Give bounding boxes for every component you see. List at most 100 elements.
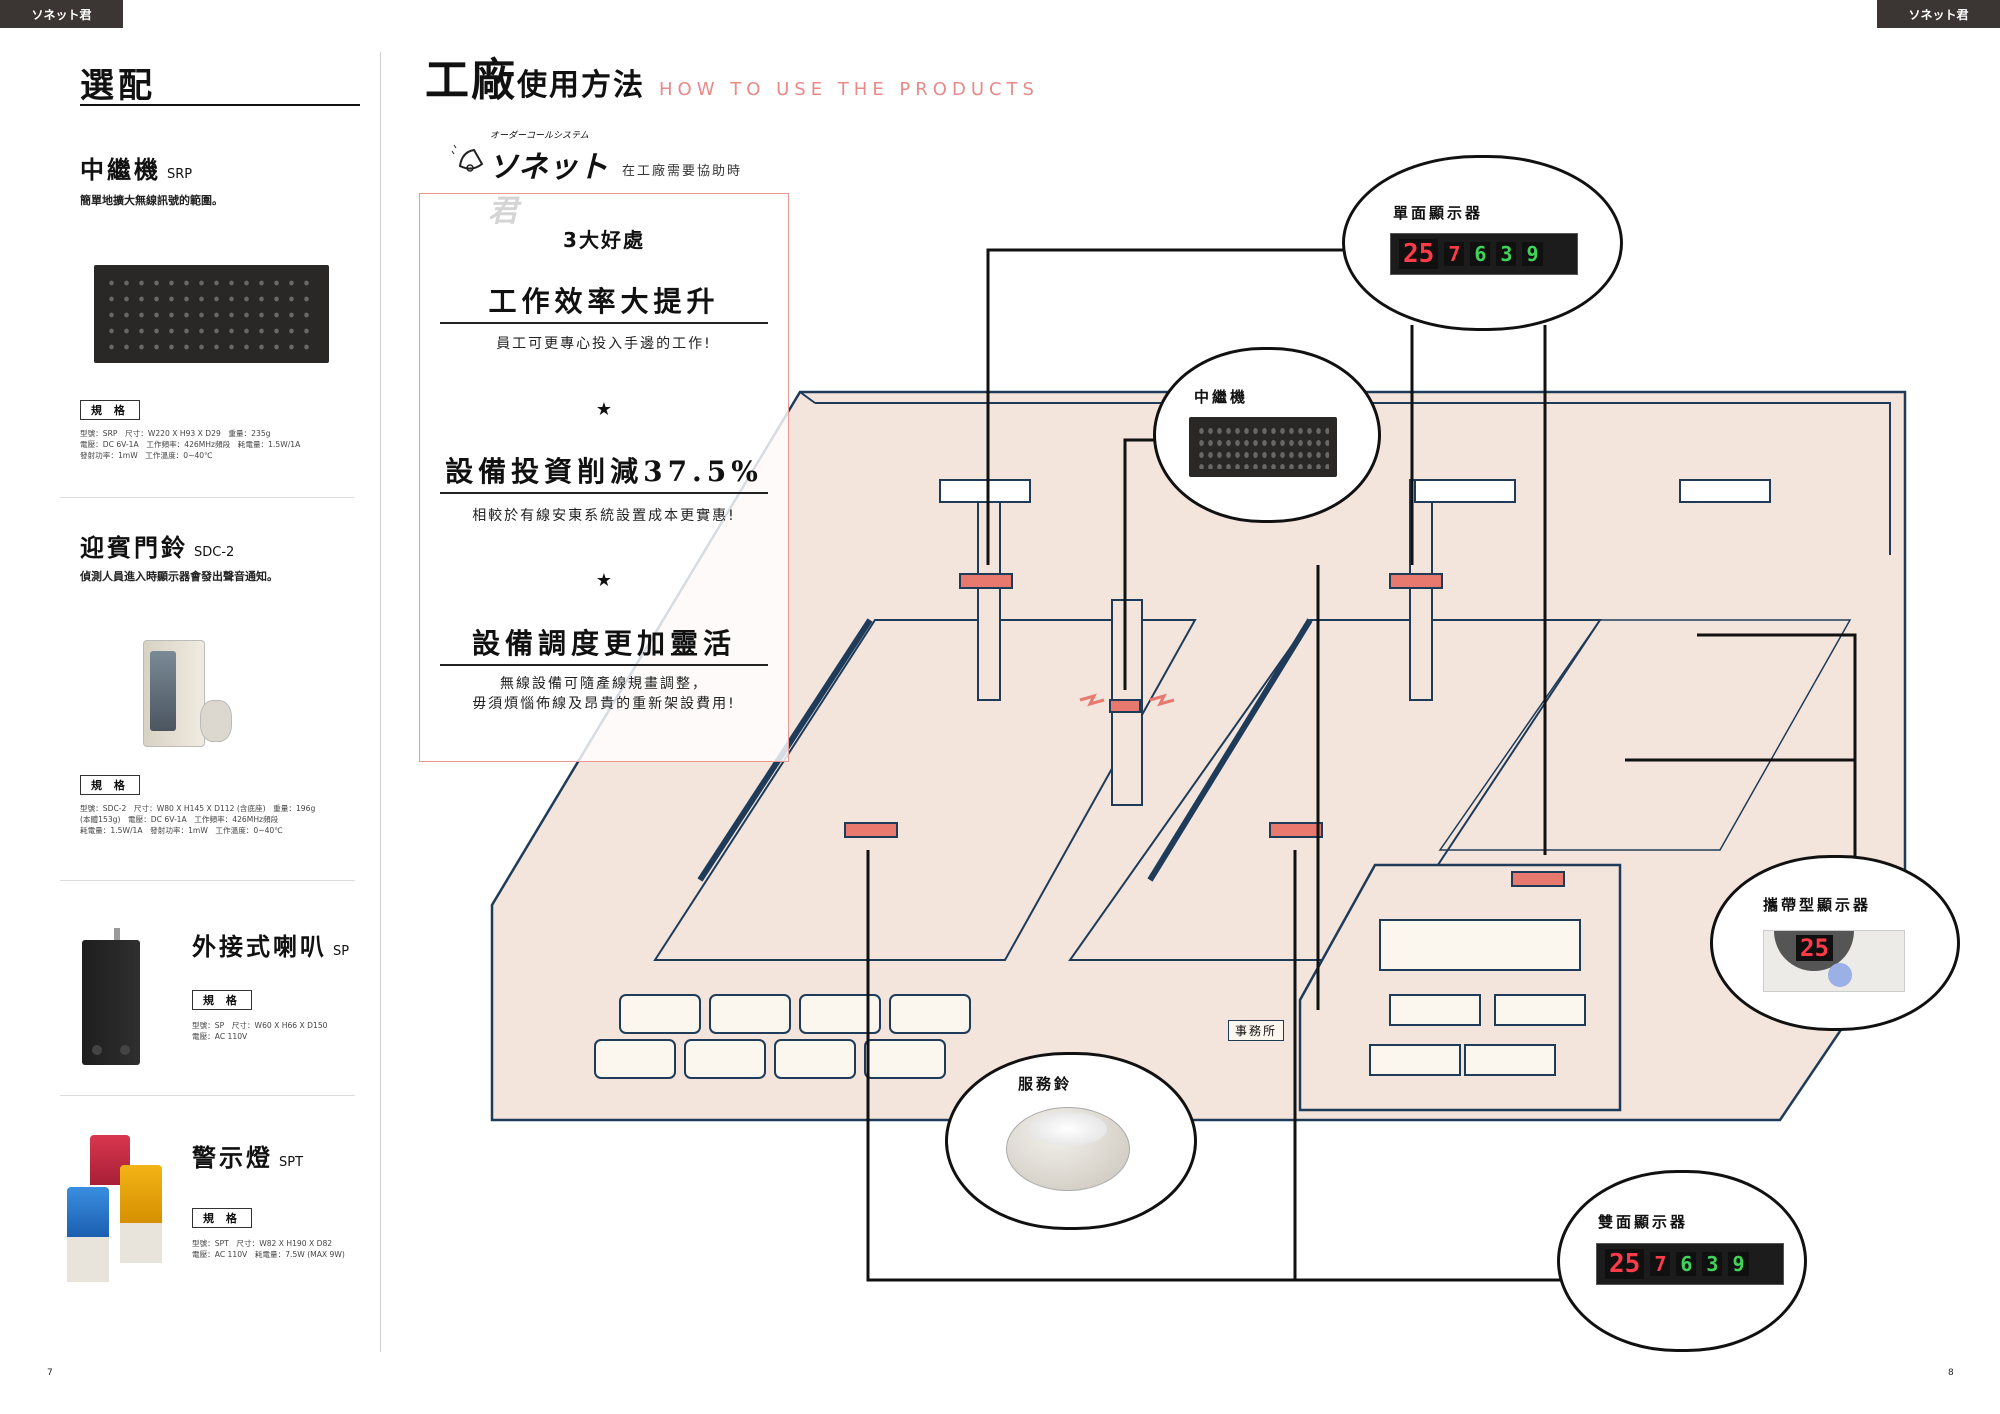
led-digit: 6 — [1470, 242, 1491, 266]
led-digit: 9 — [1728, 1252, 1749, 1276]
led-digit: 7 — [1650, 1252, 1671, 1276]
doorbell-product-image — [143, 640, 205, 747]
spec-text-relay: 型號：SRP 尺寸：W220 X H93 X D29 重量：235g 電壓：DC… — [80, 429, 301, 460]
callout-label: 攜帶型顯示器 — [1763, 896, 1872, 914]
warning-light-base — [67, 1237, 109, 1282]
product-name-warning-light: 警示燈 SPT — [192, 1138, 303, 1173]
doorbell-sensor-window — [150, 651, 176, 731]
window — [1414, 479, 1516, 503]
product-name-speaker: 外接式喇叭 SP — [192, 927, 349, 962]
service-bell-image — [1006, 1107, 1130, 1191]
divider — [60, 1095, 355, 1096]
led-digit: 9 — [1522, 242, 1543, 266]
bell-button — [1029, 1112, 1107, 1146]
speaker-knob — [120, 1045, 130, 1055]
bell-logo-icon — [451, 144, 484, 172]
signal-bolt-icon — [1079, 693, 1105, 707]
speaker-knob — [92, 1045, 102, 1055]
benefit-desc: 員工可更專心投入手邊的工作! — [496, 336, 712, 352]
product-name-relay: 中繼機 SRP — [80, 150, 192, 185]
spec-text-speaker: 型號：SP 尺寸：W60 X H66 X D150 電壓：AC 110V — [192, 1021, 328, 1041]
title-small: 使用方法 — [517, 68, 645, 103]
product-desc-relay: 簡單地擴大無線訊號的範圍。 — [80, 194, 223, 207]
benefit-desc: 相較於有線安東系統設置成本更實惠! — [472, 508, 736, 524]
spec-badge-relay: 規 格 — [80, 400, 140, 420]
spec-badge-speaker: 規 格 — [192, 990, 252, 1010]
brand-tab-right: ソネット君 — [1877, 0, 2000, 28]
relay-image — [1189, 417, 1337, 477]
benefits-box: 3大好處 工作效率大提升 員工可更專心投入手邊的工作! ★ 設備投資削減37.5… — [419, 193, 789, 762]
benefit-title: 工作效率大提升 — [488, 285, 720, 318]
divider — [60, 880, 355, 881]
scene-displays — [844, 573, 1565, 887]
product-name: 中繼機 — [80, 156, 161, 184]
callout-single-display: 單面顯示器 25 7 6 3 9 — [1342, 155, 1623, 331]
title-big: 工廠 — [425, 55, 517, 106]
office-sign: 事務所 — [1228, 1020, 1285, 1041]
led-digit: 3 — [1702, 1252, 1723, 1276]
product-name: 警示燈 — [192, 1144, 273, 1172]
connector-lines — [866, 248, 1857, 1282]
logo-subtitle: 在工廠需要協助時 — [622, 164, 743, 179]
product-model: SDC-2 — [194, 545, 235, 560]
portable-display-device: 25 — [1763, 930, 1905, 992]
warning-light-yellow — [120, 1165, 162, 1223]
double-display-panel: 25 7 6 3 9 — [1596, 1243, 1784, 1285]
callout-service-bell: 服務鈴 — [945, 1052, 1197, 1230]
brand-tab-left: ソネット君 — [0, 0, 123, 28]
page-number-right: 8 — [1948, 1368, 1954, 1378]
callout-label: 單面顯示器 — [1393, 204, 1484, 222]
section-title: 選配 — [80, 66, 156, 106]
led-digit: 6 — [1676, 1252, 1697, 1276]
product-name-doorbell: 迎賓門鈴 SDC-2 — [80, 528, 234, 563]
product-model: SP — [333, 944, 350, 959]
product-model: SPT — [279, 1155, 304, 1170]
window — [939, 479, 1031, 503]
function-button — [1828, 963, 1852, 987]
led-number: 25 — [1399, 239, 1439, 269]
relay-buttons — [1197, 425, 1329, 469]
warning-light-blue — [67, 1187, 109, 1237]
led-digit: 7 — [1444, 242, 1465, 266]
conveyor — [1147, 618, 1313, 882]
product-name: 外接式喇叭 — [192, 933, 327, 961]
callout-relay: 中繼機 — [1153, 347, 1381, 523]
parking-cars — [594, 994, 971, 1079]
product-model: SRP — [167, 167, 193, 182]
speaker-antenna — [114, 928, 120, 940]
window — [1679, 479, 1771, 503]
spec-text-doorbell: 型號：SDC-2 尺寸：W80 X H145 X D112 (含底座) 重量：1… — [80, 804, 316, 835]
benefit-title: 設備投資削減37.5% — [445, 455, 763, 488]
title-english: HOW TO USE THE PRODUCTS — [659, 79, 1039, 100]
benefits-heading: 3大好處 — [563, 228, 645, 252]
benefit-rule — [440, 664, 768, 666]
benefit-rule — [440, 492, 768, 494]
led-digit: 3 — [1496, 242, 1517, 266]
divider — [60, 497, 355, 498]
portable-led: 25 — [1796, 935, 1833, 961]
page-number-left: 7 — [47, 1368, 53, 1378]
star-icon: ★ — [595, 399, 613, 420]
page-divider — [380, 52, 381, 1352]
signal-bolt-icon — [1149, 693, 1175, 707]
benefit-rule — [440, 322, 768, 324]
spec-text-warning-light: 型號：SPT 尺寸：W82 X H190 X D82 電壓：AC 110V 耗電… — [192, 1239, 345, 1259]
star-icon: ★ — [595, 570, 613, 591]
relay-buttons — [104, 275, 319, 353]
benefit-desc: 無線設備可隨產線規畫調整， 毋須煩惱佈線及昂貴的重新架設費用! — [472, 676, 736, 712]
callout-label: 雙面顯示器 — [1598, 1213, 1689, 1231]
callout-label: 服務鈴 — [1018, 1075, 1073, 1093]
callout-double-display: 雙面顯示器 25 7 6 3 9 — [1557, 1170, 1807, 1352]
zone-left — [653, 619, 1197, 961]
logo-tagline: オーダーコールシステム — [490, 131, 589, 141]
office-desks — [1369, 919, 1586, 1076]
callout-portable-display: 攜帶型顯示器 25 — [1710, 855, 1960, 1031]
warning-light-base — [120, 1223, 162, 1263]
benefit-title: 設備調度更加靈活 — [471, 627, 736, 660]
relay-product-image — [94, 265, 329, 363]
single-display-panel: 25 7 6 3 9 — [1390, 233, 1578, 275]
speaker-product-image — [82, 928, 140, 1065]
spec-badge-doorbell: 規 格 — [80, 775, 140, 795]
product-name: 迎賓門鈴 — [80, 534, 188, 562]
led-number: 25 — [1605, 1249, 1645, 1279]
